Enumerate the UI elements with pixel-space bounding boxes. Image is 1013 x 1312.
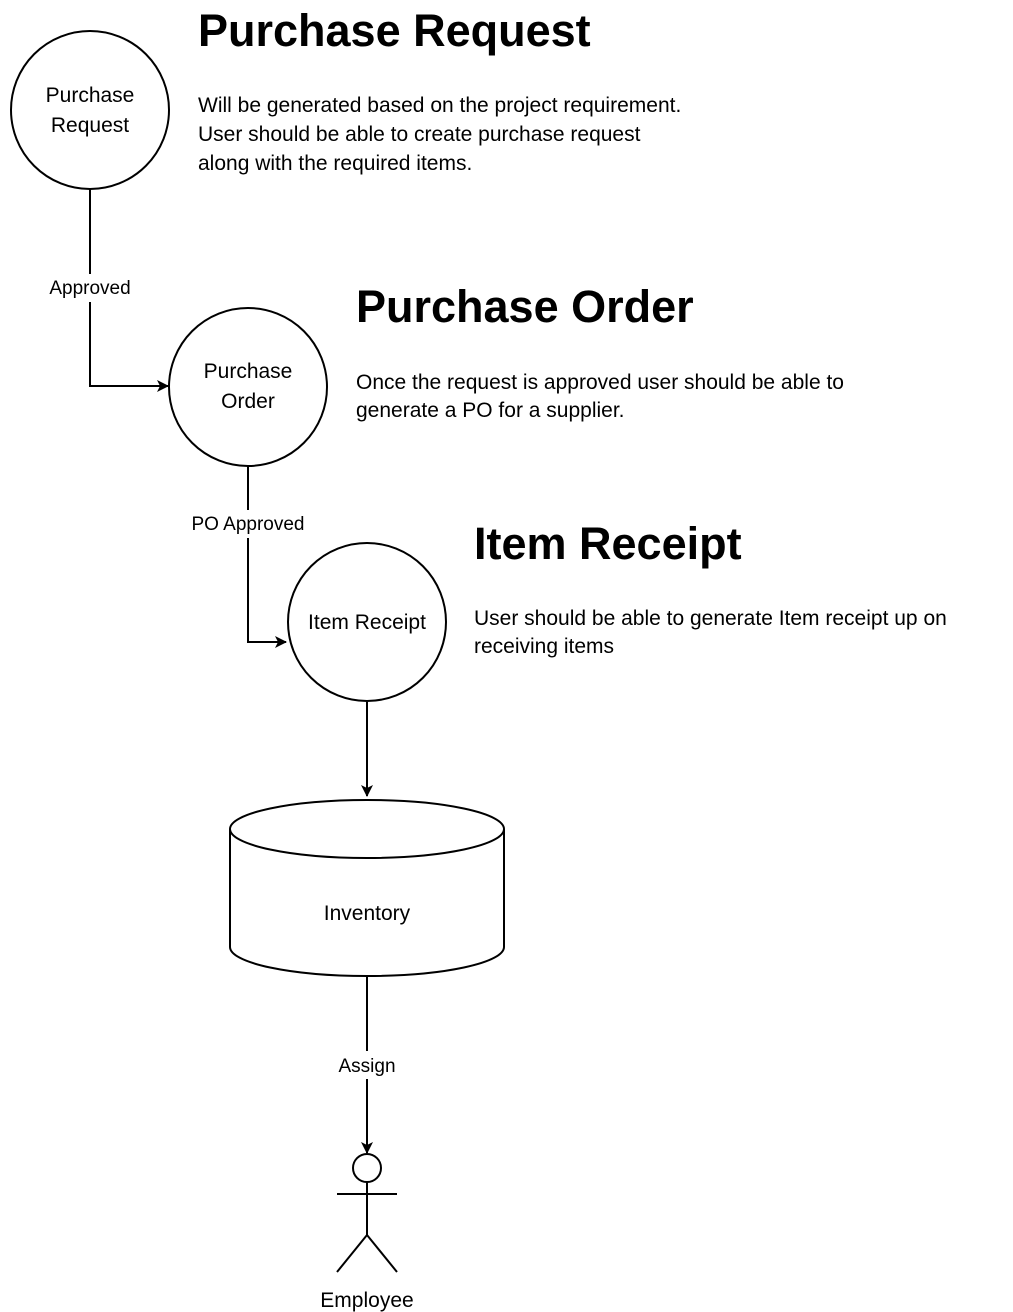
edge-label-bg [330, 1051, 404, 1079]
heading-purchase-order: Purchase Order [356, 281, 694, 332]
item-receipt-label: Item Receipt [308, 611, 426, 634]
edge-label-bg [42, 274, 139, 302]
desc-purchase-request-line3: along with the required items. [198, 152, 472, 175]
desc-item-receipt-line1: User should be able to generate Item rec… [474, 607, 947, 630]
heading-purchase-request: Purchase Request [198, 5, 591, 56]
desc-purchase-order-line1: Once the request is approved user should… [356, 371, 844, 394]
actor-right-leg-icon [366, 1234, 398, 1273]
actor-head-icon [352, 1153, 382, 1183]
edge-label-approved: Approved [49, 278, 130, 299]
item-receipt-circle [287, 542, 447, 702]
purchase-order-circle [168, 307, 328, 467]
purchase-request-label-line1: Purchase [46, 84, 135, 107]
inventory-cylinder-body [229, 829, 505, 977]
purchase-order-label-line1: Purchase [204, 360, 293, 383]
inventory-label: Inventory [324, 902, 411, 925]
edge-label-po-approved: PO Approved [191, 514, 304, 535]
edge-label-bg [180, 510, 316, 538]
edge-request-to-order [89, 189, 169, 392]
purchase-request-circle [10, 30, 170, 190]
employee-label: Employee [320, 1289, 413, 1312]
desc-purchase-order-line2: generate a PO for a supplier. [356, 399, 625, 422]
node-purchase-request: Purchase Request [10, 30, 170, 190]
desc-purchase-request-line1: Will be generated based on the project r… [198, 94, 681, 117]
actor-left-leg-icon [336, 1234, 368, 1273]
purchase-request-label-line2: Request [51, 114, 129, 137]
desc-purchase-request-line2: User should be able to create purchase r… [198, 123, 641, 146]
node-inventory-database: Inventory [229, 799, 505, 977]
inventory-cylinder-top [229, 799, 505, 859]
edge-order-to-receipt [247, 466, 287, 648]
node-item-receipt: Item Receipt [287, 542, 447, 702]
node-employee-actor [336, 1153, 398, 1273]
node-purchase-order: Purchase Order [168, 307, 328, 467]
desc-item-receipt-line2: receiving items [474, 635, 614, 658]
edge-label-assign: Assign [338, 1056, 395, 1077]
heading-item-receipt: Item Receipt [474, 518, 742, 569]
purchase-order-label-line2: Order [221, 390, 275, 413]
